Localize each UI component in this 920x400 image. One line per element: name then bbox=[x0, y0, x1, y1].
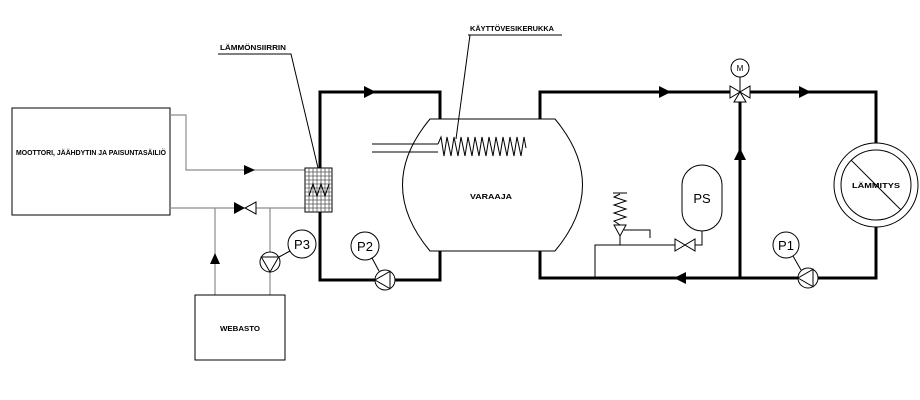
flow-arrow-icon bbox=[244, 165, 255, 175]
flow-arrow-icon bbox=[799, 86, 811, 98]
pump-icon bbox=[796, 267, 819, 289]
coil-icon bbox=[372, 135, 527, 157]
flow-arrow-icon bbox=[210, 253, 220, 264]
heat-exchanger-label: LÄMMÖNSIIRRIN bbox=[220, 43, 286, 52]
pump-icon bbox=[373, 269, 396, 291]
tank-circuit-pipe bbox=[318, 90, 442, 282]
pump-p3-label: P3 bbox=[294, 237, 310, 252]
engine-label: MOOTTORI, JÄÄHDYTIN JA PAISUNTASÄILIÖ bbox=[16, 148, 166, 157]
expansion-vessel-label: PS bbox=[693, 191, 711, 206]
coil-leader bbox=[455, 34, 562, 140]
pump-p3-tag: P3 bbox=[278, 229, 317, 259]
heat-exchanger-icon bbox=[304, 167, 333, 213]
storage-tank-group: VARAAJA KÄYTTÖVESIKERUKKA bbox=[372, 24, 583, 252]
pump-p1-label: P1 bbox=[778, 238, 794, 253]
pump-p2-tag: P2 bbox=[350, 231, 380, 272]
pump-p1-tag: P1 bbox=[772, 231, 802, 271]
pump-p2-label: P2 bbox=[357, 239, 373, 254]
heating-circuit-pipe bbox=[538, 90, 878, 280]
shutoff-valve-icon bbox=[674, 238, 696, 252]
heating-circuit: M PS LÄMMITYS bbox=[538, 58, 919, 289]
storage-tank bbox=[402, 118, 583, 252]
valve-motor-icon: M bbox=[730, 58, 750, 78]
three-way-valve-icon bbox=[729, 77, 751, 103]
engine-box bbox=[11, 107, 171, 216]
pump-icon bbox=[259, 251, 281, 274]
valve-motor-label: M bbox=[737, 64, 744, 73]
safety-valve-icon bbox=[612, 192, 651, 245]
coil-label: KÄYTTÖVESIKERUKKA bbox=[470, 24, 555, 33]
tank-label: VARAAJA bbox=[470, 192, 513, 201]
flow-arrow-icon bbox=[734, 148, 746, 160]
webasto-label: WEBASTO bbox=[220, 324, 260, 333]
webasto-box bbox=[194, 294, 286, 361]
tank-circuit: P2 LÄMMÖNSIIRRIN bbox=[218, 43, 442, 291]
expansion-branch-pipe bbox=[594, 231, 703, 278]
flow-arrow-icon bbox=[674, 272, 686, 284]
flow-arrow-icon bbox=[364, 86, 376, 98]
check-valve-icon bbox=[234, 201, 257, 215]
engine-supply-line bbox=[170, 114, 305, 171]
heating-label: LÄMMITYS bbox=[852, 181, 900, 190]
heating-unit-icon bbox=[833, 142, 919, 228]
flow-arrow-icon bbox=[659, 86, 671, 98]
heat-exchanger-leader bbox=[218, 53, 319, 169]
expansion-vessel bbox=[681, 164, 723, 232]
engine-section: MOOTTORI, JÄÄHDYTIN JA PAISUNTASÄILIÖ P3… bbox=[11, 107, 317, 361]
